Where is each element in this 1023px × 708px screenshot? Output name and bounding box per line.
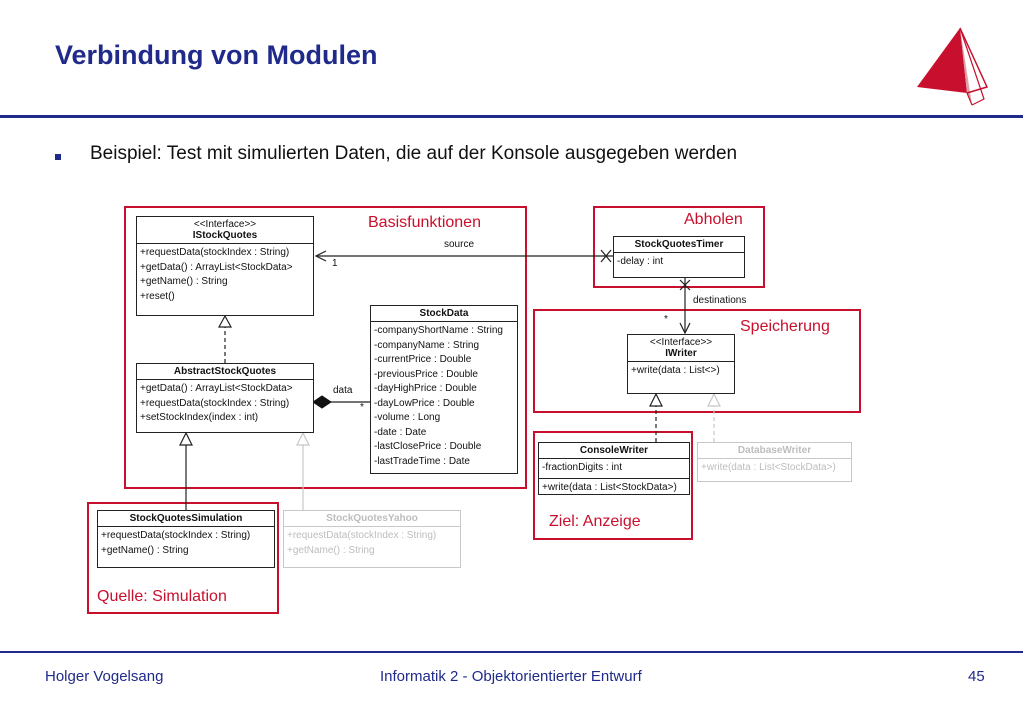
method-line: +requestData(stockIndex : String) (287, 530, 437, 541)
attribute-line: -lastTradeTime : Date (374, 455, 470, 467)
method-line: +getData() : ArrayList<StockData> (140, 261, 293, 273)
red-tent-logo-icon (917, 27, 989, 106)
method-line: +setStockIndex(index : int) (140, 412, 259, 423)
source-label: source (444, 239, 475, 250)
region-speicherung (533, 309, 861, 413)
region-label-basisfunktionen: Basisfunktionen (368, 214, 481, 231)
footer-course: Informatik 2 - Objektorientierter Entwur… (380, 668, 642, 685)
destinations-multiplicity: * (664, 314, 668, 325)
realization-arrowhead-databasewriter (707, 392, 721, 407)
class-databasewriter: DatabaseWriter +write(data : List<StockD… (697, 442, 852, 482)
class-consolewriter: ConsoleWriter -fractionDigits : int +wri… (538, 442, 690, 495)
class-methods: +requestData(stockIndex : String) +getNa… (284, 527, 460, 560)
class-stereotype: <<Interface>> (193, 219, 257, 230)
class-name: DatabaseWriter (737, 445, 812, 456)
class-attributes: -companyShortName : String -companyName … (371, 322, 517, 471)
class-name: IStockQuotes (192, 230, 258, 241)
class-stockdata: StockData -companyShortName : String -co… (370, 305, 518, 474)
class-istockquotes: <<Interface>>IStockQuotes +requestData(s… (136, 216, 314, 316)
slide-title: Verbindung von Modulen (55, 40, 378, 70)
class-iwriter: <<Interface>>IWriter +write(data : List<… (627, 334, 735, 394)
method-line: +requestData(stockIndex : String) (140, 397, 290, 409)
region-abholen (593, 206, 765, 288)
class-name: StockQuotesSimulation (129, 513, 243, 524)
class-name: ConsoleWriter (579, 445, 649, 456)
data-label: data (333, 385, 353, 396)
method-line: +requestData(stockIndex : String) (101, 530, 251, 541)
realization-arrowhead-consolewriter (649, 392, 663, 407)
class-name: StockQuotesTimer (634, 239, 724, 250)
method-line: +reset() (140, 290, 175, 302)
class-attributes: -fractionDigits : int (539, 459, 689, 479)
region-ziel-anzeige (533, 431, 693, 540)
class-name: IWriter (665, 348, 697, 359)
footer-page-number: 45 (968, 668, 985, 685)
source-multiplicity: 1 (332, 258, 338, 269)
composition-diamond (312, 395, 332, 409)
attribute-line: -date : Date (374, 426, 427, 438)
method-line: +write(data : List<StockData>) (542, 481, 677, 493)
region-basisfunktionen (124, 206, 527, 489)
region-label-speicherung: Speicherung (740, 318, 830, 335)
class-methods: +write(data : List<StockData>) (539, 479, 689, 498)
header-divider (0, 115, 1023, 118)
class-abstractstockquotes: AbstractStockQuotes +getData() : ArrayLi… (136, 363, 314, 433)
class-methods: +requestData(stockIndex : String) +getDa… (137, 244, 313, 306)
class-stockquotesyahoo: StockQuotesYahoo +requestData(stockIndex… (283, 510, 461, 568)
destinations-label: destinations (693, 295, 747, 306)
attribute-line: -previousPrice : Double (374, 368, 478, 380)
generalization-arrowhead-simulation (179, 431, 193, 446)
attribute-line: -companyName : String (374, 339, 480, 351)
method-line: +getData() : ArrayList<StockData> (140, 383, 293, 394)
method-line: +requestData(stockIndex : String) (140, 247, 290, 258)
region-label-abholen: Abholen (684, 211, 743, 228)
class-methods: +getData() : ArrayList<StockData> +reque… (137, 380, 313, 428)
class-methods: +requestData(stockIndex : String) +getNa… (98, 527, 274, 560)
class-attributes: -delay : int (614, 253, 744, 272)
bullet-text: Beispiel: Test mit simulierten Daten, di… (90, 143, 738, 164)
generalization-arrowhead-yahoo (296, 431, 310, 446)
class-stockquotestimer: StockQuotesTimer -delay : int (613, 236, 745, 278)
class-stereotype: <<Interface>> (649, 337, 713, 348)
class-name: StockQuotesYahoo (326, 513, 418, 524)
attribute-line: -lastClosePrice : Double (374, 441, 482, 452)
region-label-quelle: Quelle: Simulation (97, 588, 227, 605)
bullet-square-icon (55, 154, 61, 160)
realization-arrowhead-istockquotes (217, 314, 233, 328)
attribute-line: -fractionDigits : int (542, 462, 623, 473)
class-methods: +write(data : List<>) (628, 362, 734, 381)
attribute-line: -companyShortName : String (374, 325, 503, 336)
region-label-ziel: Ziel: Anzeige (549, 513, 641, 530)
method-line: +write(data : List<StockData>) (701, 462, 836, 473)
class-name: AbstractStockQuotes (173, 366, 277, 377)
destinations-navigability-x-b (679, 279, 691, 291)
method-line: +getName() : String (287, 544, 375, 556)
method-line: +getName() : String (140, 276, 228, 287)
destinations-arrowhead (679, 322, 691, 335)
source-navigability-x-b (600, 249, 612, 263)
source-arrowhead (314, 250, 327, 262)
class-methods: +write(data : List<StockData>) (698, 459, 851, 478)
region-quelle-simulation (87, 502, 279, 614)
footer-author: Holger Vogelsang (45, 668, 164, 685)
attribute-line: -dayHighPrice : Double (374, 383, 477, 394)
attribute-line: -dayLowPrice : Double (374, 397, 475, 409)
footer-divider (0, 651, 1023, 653)
data-multiplicity: * (360, 402, 364, 413)
method-line: +getName() : String (101, 544, 189, 556)
class-name: StockData (419, 308, 469, 319)
attribute-line: -currentPrice : Double (374, 354, 472, 365)
class-stockquotessimulation: StockQuotesSimulation +requestData(stock… (97, 510, 275, 568)
method-line: +write(data : List<>) (631, 365, 720, 376)
attribute-line: -volume : Long (374, 412, 441, 423)
attribute-line: -delay : int (617, 256, 664, 267)
